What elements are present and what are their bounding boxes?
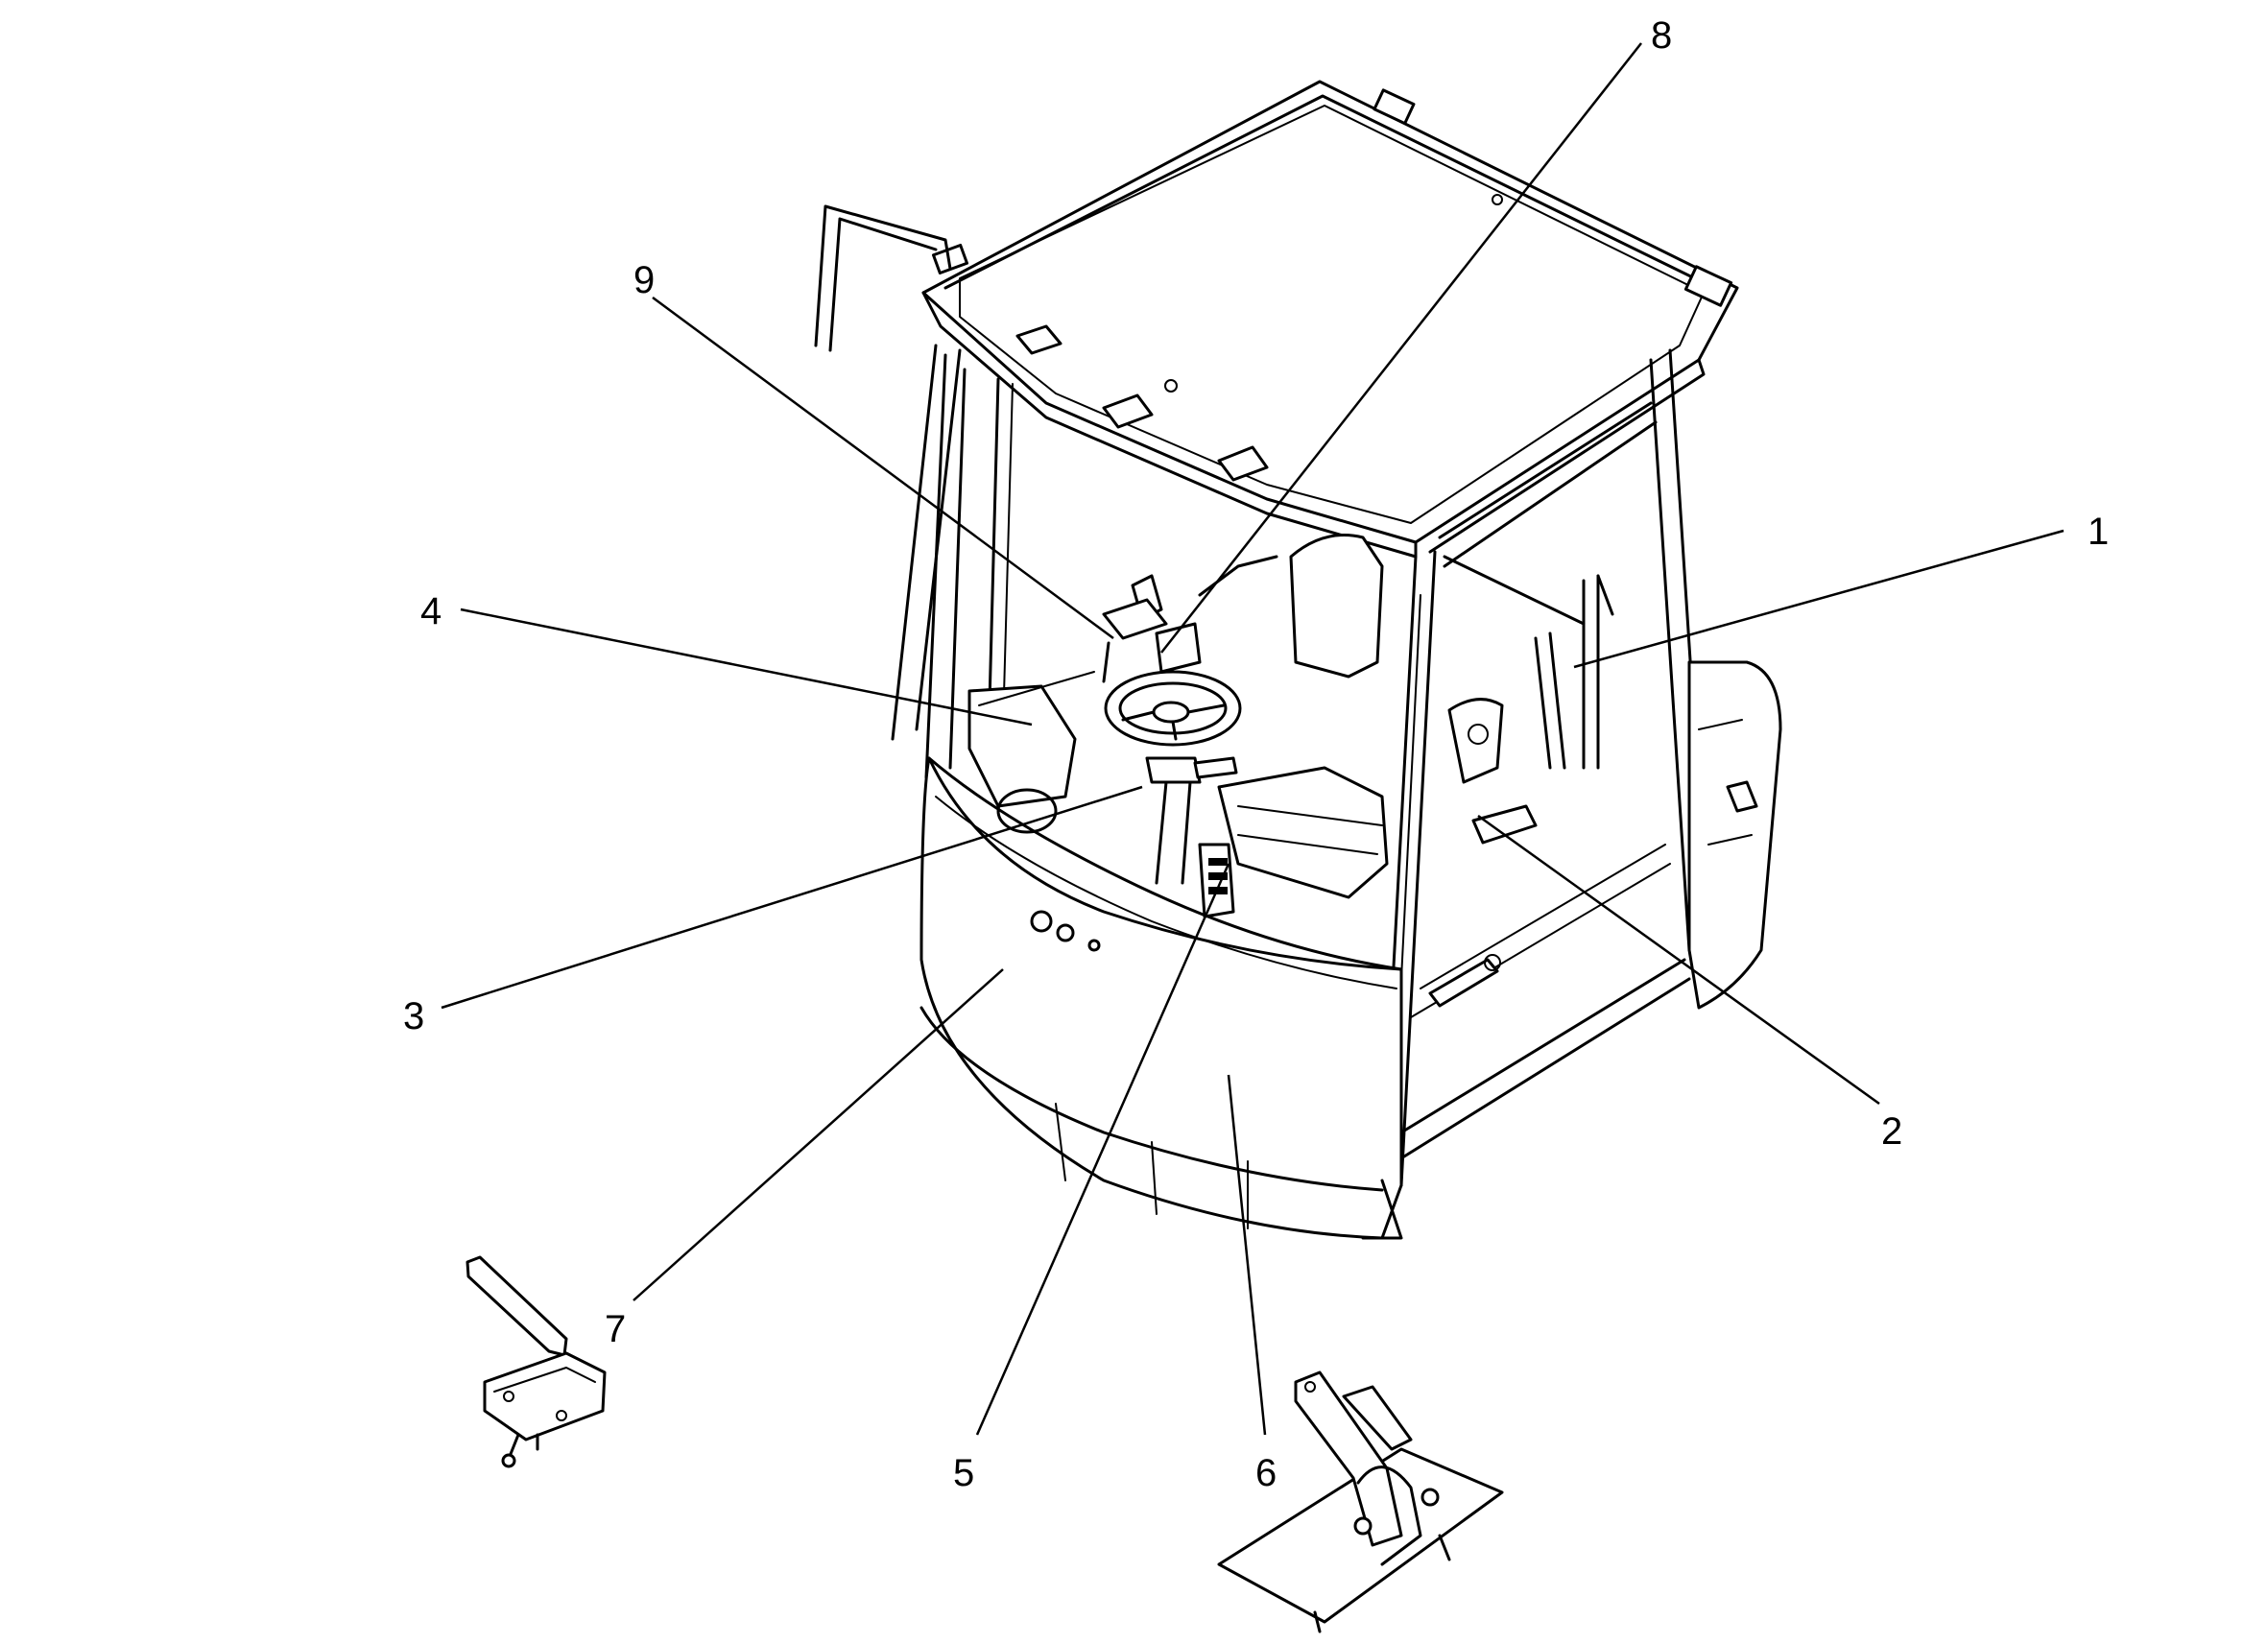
leader-7 [633,968,1004,1301]
callout-3: 3 [403,995,424,1037]
steering-wheel [1104,670,1242,885]
leader-lines [441,42,2065,1436]
leader-2 [1477,814,1880,1106]
operator-seat [1198,534,1538,918]
cab-frame [814,204,1710,1187]
callout-4: 4 [420,590,442,632]
pedal-assembly-left [466,1255,607,1468]
leader-1 [1573,529,2065,669]
callout-7: 7 [605,1308,626,1350]
callout-9: 9 [633,259,655,301]
callout-labels: 1 2 3 4 5 6 7 8 9 [403,14,2109,1494]
callout-2: 2 [1881,1110,1902,1153]
leader-3 [441,785,1143,1010]
callout-8: 8 [1651,14,1672,57]
callout-1: 1 [2088,511,2109,553]
leader-6 [1227,1074,1267,1436]
callout-6: 6 [1255,1452,1277,1494]
callout-5: 5 [953,1452,974,1494]
cab-roof [921,80,1739,559]
leader-5 [975,863,1230,1436]
control-levers [1102,555,1278,683]
pedal-assembly-right [1217,1370,1504,1633]
leader-4 [460,608,1033,727]
leader-8 [1160,42,1642,654]
cab-lower-body [919,660,1782,1240]
leader-9 [652,296,1114,640]
